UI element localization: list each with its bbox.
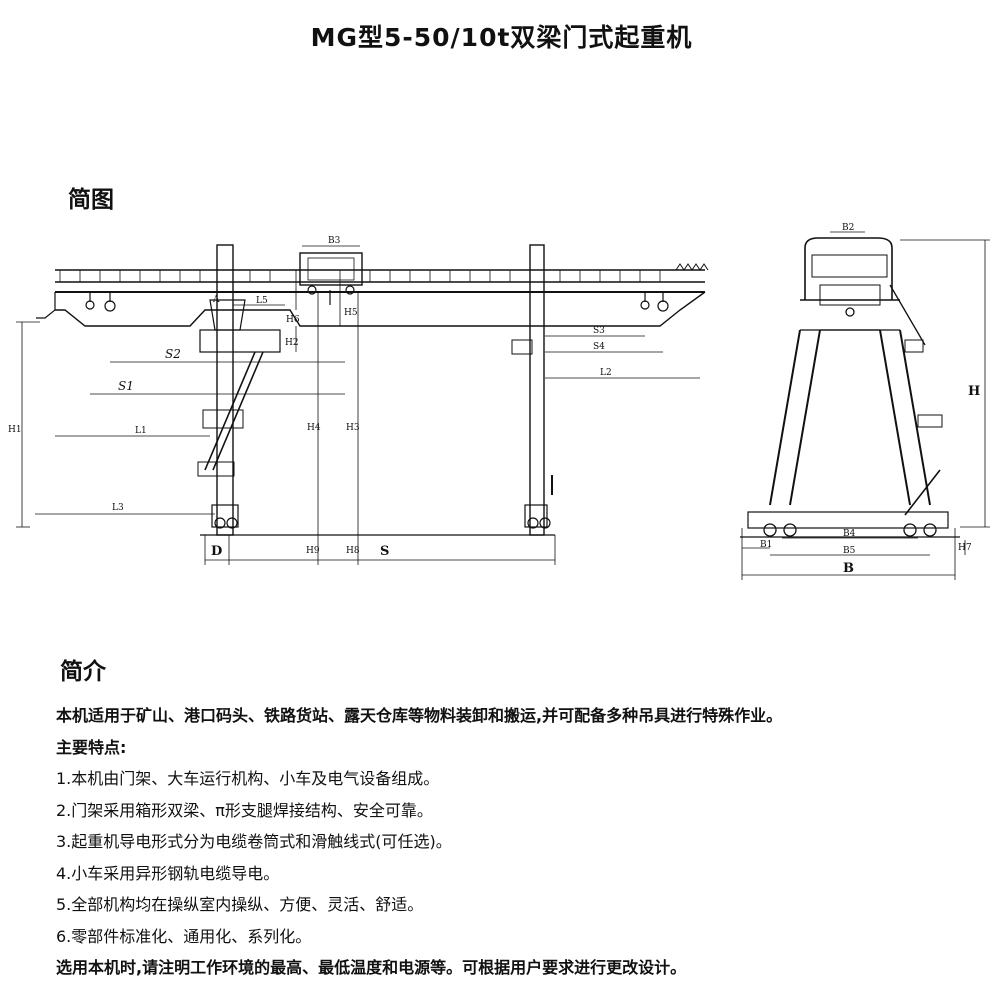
label-h8: H8 <box>346 546 360 556</box>
label-b5: B5 <box>843 546 856 556</box>
label-s1: S1 <box>118 379 134 393</box>
label-l2: L2 <box>600 368 612 378</box>
page-title: MG型5-50/10t双梁门式起重机 <box>310 23 693 52</box>
intro-paragraph: 本机适用于矿山、港口码头、铁路货站、露天仓库等物料装卸和搬运,并可配备多种吊具进… <box>56 706 783 725</box>
label-s4: S4 <box>593 342 605 352</box>
end-dimension-labels: B2 H B4 B1 B5 B H7 <box>760 223 980 576</box>
intro-body: 本机适用于矿山、港口码头、铁路货站、露天仓库等物料装卸和搬运,并可配备多种吊具进… <box>56 700 1001 984</box>
label-b3: B3 <box>328 236 341 246</box>
features-heading: 主要特点: <box>56 737 127 757</box>
label-h3: H3 <box>346 423 360 433</box>
label-h9: H9 <box>306 546 320 556</box>
label-l3: L3 <box>112 503 124 513</box>
label-h: H <box>968 384 980 399</box>
side-dimension-lines <box>16 245 700 565</box>
label-h7: H7 <box>958 543 972 553</box>
crane-drawing: B3 H6 L5 A H5 H2 S2 S1 L1 H1 H4 H3 L3 D … <box>8 223 990 580</box>
label-s3: S3 <box>593 326 605 336</box>
label-s: S <box>380 544 389 559</box>
selection-note: 选用本机时,请注明工作环境的最高、最低温度和电源等。可根据用户要求进行更改设计。 <box>56 958 687 977</box>
end-elevation <box>740 237 960 538</box>
label-h5: H5 <box>344 308 358 318</box>
side-elevation <box>36 244 709 536</box>
side-dimension-labels: B3 H6 L5 A H5 H2 S2 S1 L1 H1 H4 H3 L3 D … <box>8 236 612 559</box>
feature-item: 4.小车采用异形钢轨电缆导电。 <box>56 863 280 883</box>
label-l1: L1 <box>135 426 147 436</box>
label-h2: H2 <box>285 338 299 348</box>
feature-item: 6.零部件标准化、通用化、系列化。 <box>56 926 312 946</box>
label-d: D <box>211 544 222 559</box>
label-a: A <box>212 295 220 305</box>
label-l5: L5 <box>256 296 268 306</box>
label-h4: H4 <box>307 423 321 433</box>
feature-item: 5.全部机构均在操纵室内操纵、方便、灵活、舒适。 <box>56 895 424 914</box>
end-dimension-lines <box>741 231 990 580</box>
feature-item: 3.起重机导电形式分为电缆卷筒式和滑触线式(可任选)。 <box>56 832 452 851</box>
label-b2: B2 <box>842 223 854 233</box>
intro-heading: 简介 <box>60 659 106 685</box>
label-h6: H6 <box>286 315 300 325</box>
label-b1: B1 <box>760 540 772 550</box>
label-s2: S2 <box>165 347 181 361</box>
label-b: B <box>843 561 854 576</box>
label-b4: B4 <box>843 529 856 539</box>
label-h1: H1 <box>8 425 22 435</box>
feature-item: 2.门架采用箱形双梁、π形支腿焊接结构、安全可靠。 <box>56 800 433 820</box>
sketch-heading: 简图 <box>68 187 114 213</box>
feature-item: 1.本机由门架、大车运行机构、小车及电气设备组成。 <box>56 769 440 788</box>
